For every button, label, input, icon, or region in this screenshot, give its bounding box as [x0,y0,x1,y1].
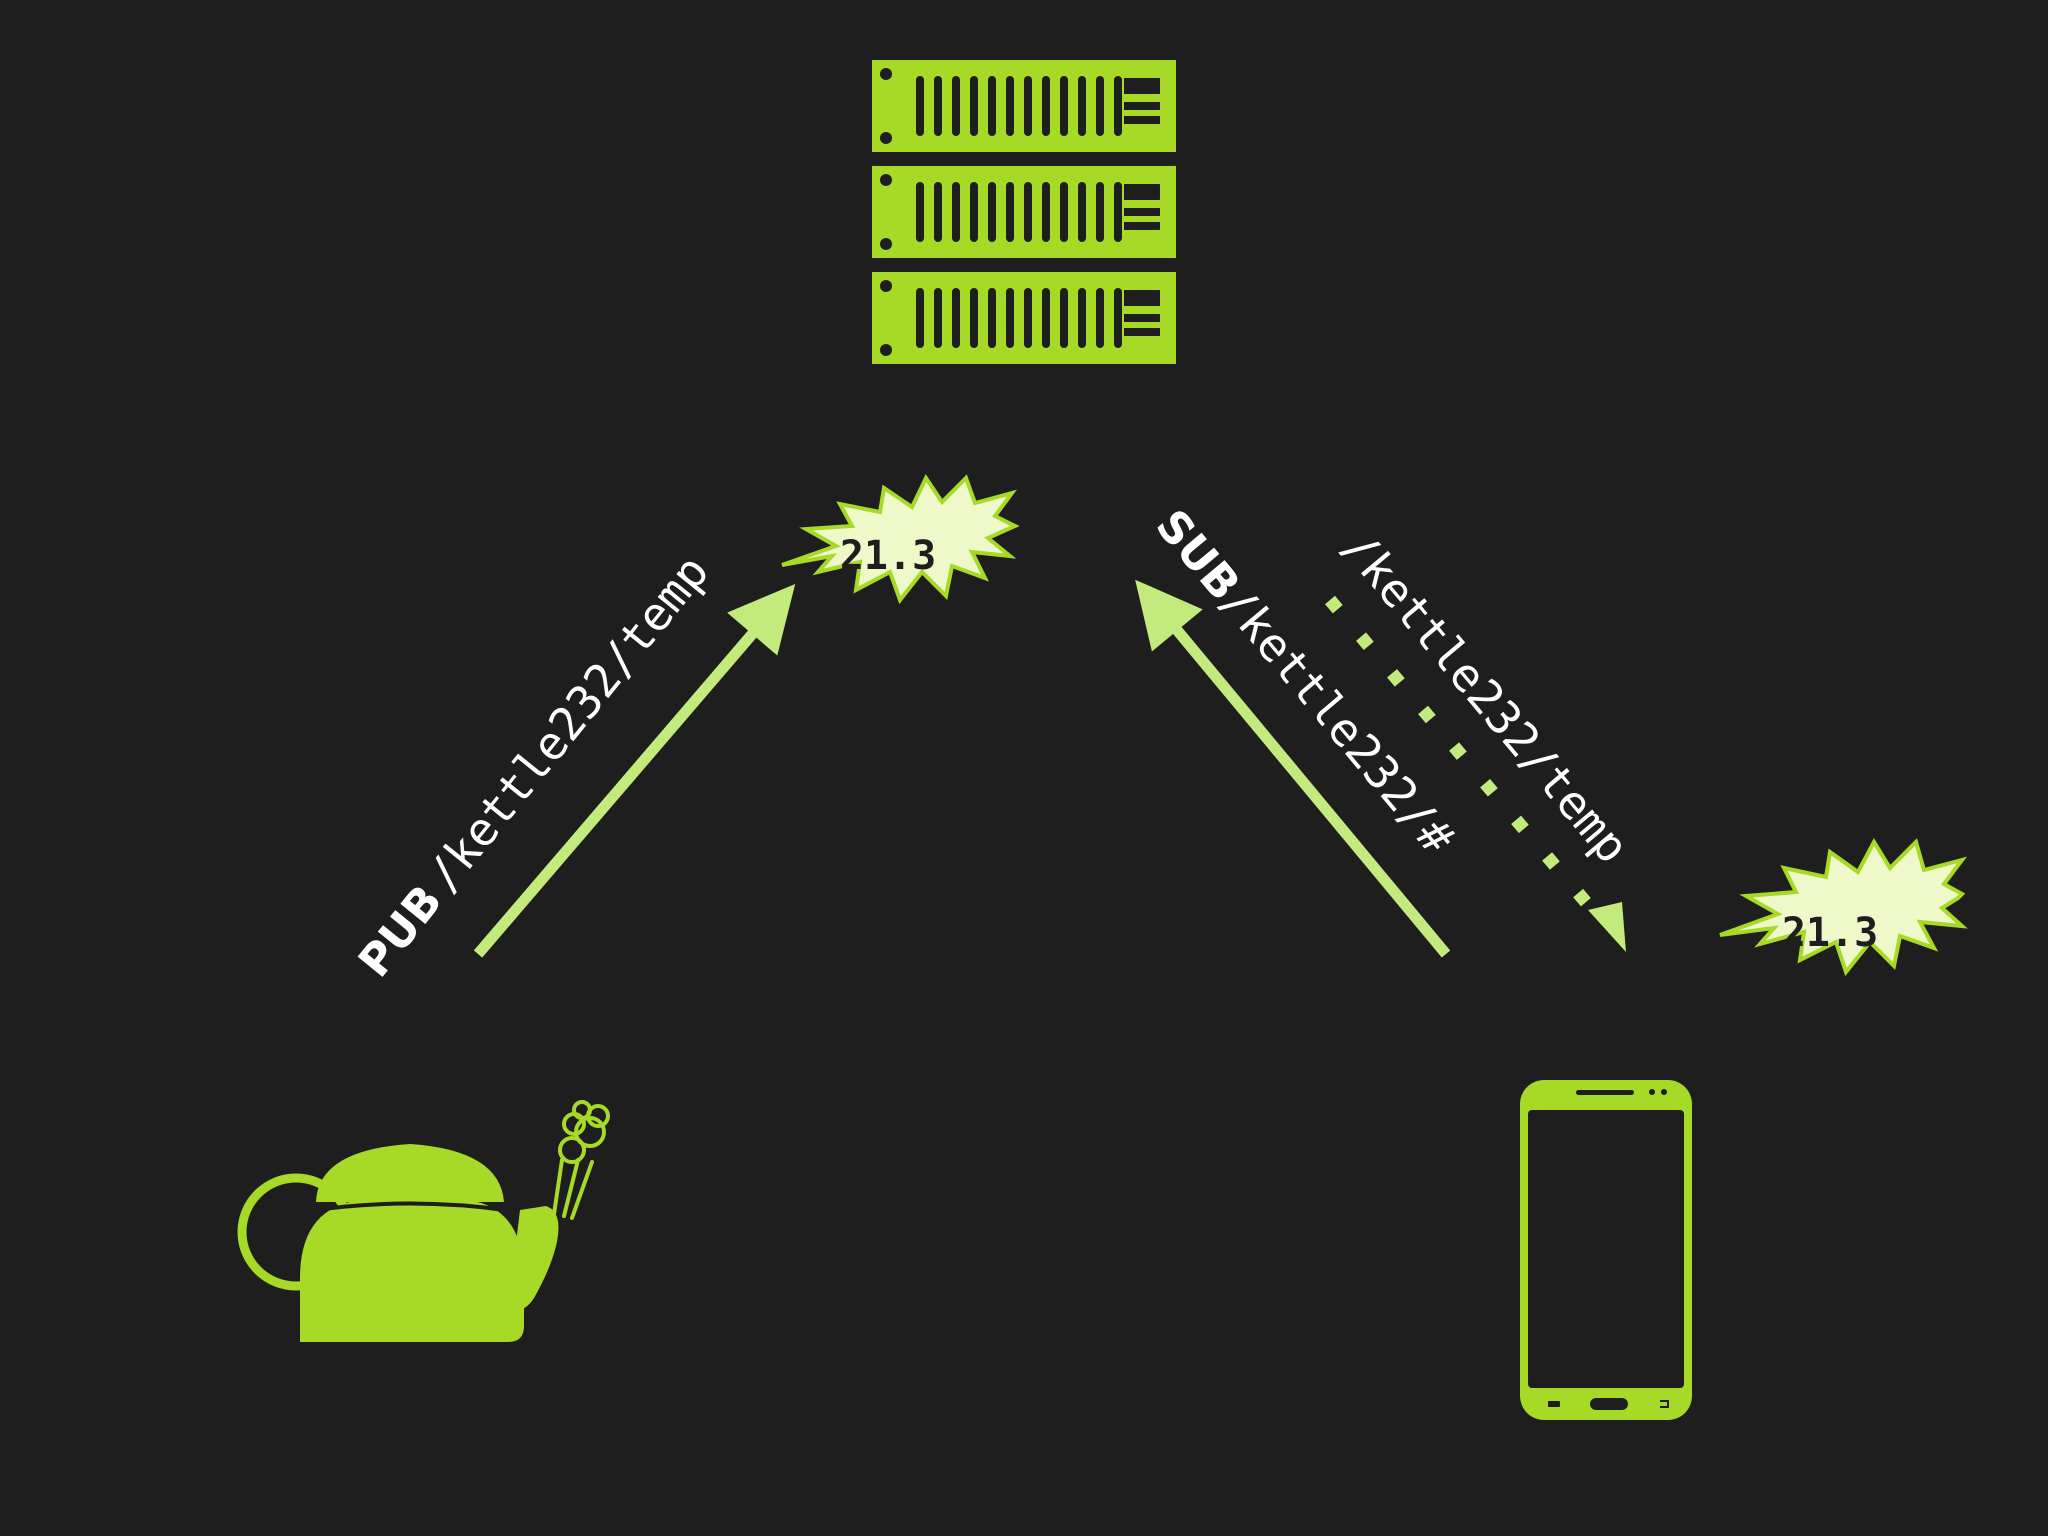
delivered-topic: /kettle232/temp [1332,520,1640,873]
server-unit [872,60,1176,152]
publish-arrow [473,583,796,958]
smartphone-icon [1520,1080,1692,1420]
published-value: 21.3 [840,533,936,579]
server-unit [872,166,1176,258]
delivered-value-burst: 21.3 [1719,837,1968,977]
pub-label: PUB [349,876,453,987]
subscribe-arrow [1135,579,1451,958]
published-value-burst: 21.3 [781,473,1020,605]
delivery-arrowhead [1588,902,1626,952]
kettle-icon [237,1100,610,1342]
server-rack-icon [872,60,1176,364]
steam-puffs [552,1100,610,1220]
server-unit [872,272,1176,364]
delivered-value: 21.3 [1782,910,1878,956]
